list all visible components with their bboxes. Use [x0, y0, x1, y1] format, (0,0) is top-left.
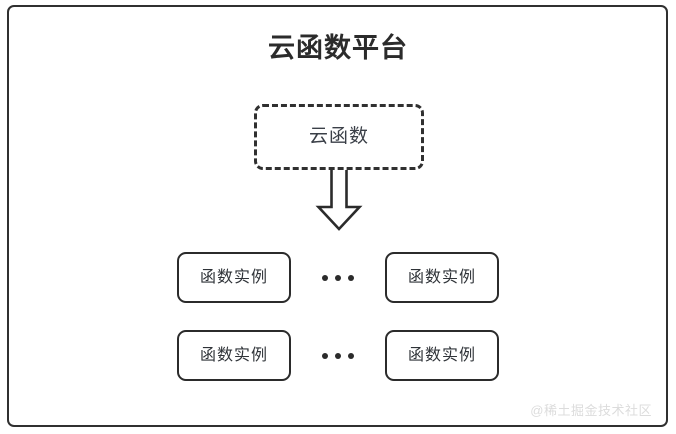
- function-instance-label: 函数实例: [199, 268, 268, 286]
- function-instance-box[interactable]: 函数实例: [385, 252, 499, 303]
- ellipsis-dot: [348, 274, 354, 281]
- watermark: @稀土掘金技术社区: [530, 403, 652, 418]
- ellipsis-dot: [322, 352, 328, 359]
- function-instance-label: 函数实例: [407, 346, 476, 364]
- down-arrow-svg: [315, 170, 363, 231]
- function-instance-box[interactable]: 函数实例: [177, 252, 291, 303]
- ellipsis-dot: [335, 274, 341, 281]
- ellipsis-dot: [348, 352, 354, 359]
- ellipsis-dot: [322, 274, 328, 281]
- ellipsis-dot: [335, 352, 341, 359]
- row-ellipsis: •••: [310, 330, 366, 381]
- down-arrow-icon: [314, 170, 364, 232]
- page-title: 云函数平台: [268, 33, 408, 63]
- function-instance-box[interactable]: 函数实例: [385, 330, 499, 381]
- cloud-function-node[interactable]: 云函数: [254, 104, 424, 170]
- cloud-function-node-label: 云函数: [308, 126, 369, 147]
- function-instance-label: 函数实例: [407, 268, 476, 286]
- function-instance-box[interactable]: 函数实例: [177, 330, 291, 381]
- row-ellipsis: •••: [310, 252, 366, 303]
- function-instance-label: 函数实例: [199, 346, 268, 364]
